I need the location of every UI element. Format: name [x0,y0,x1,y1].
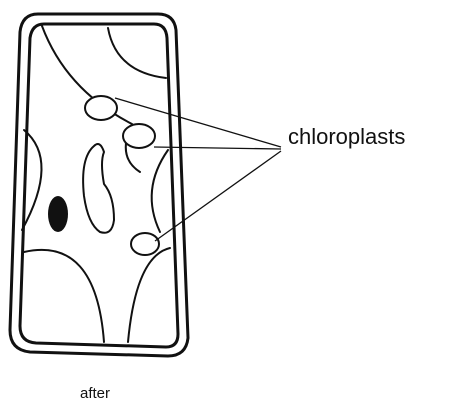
vacuole [83,144,114,233]
pointer-line-2 [154,147,281,149]
chloroplasts-group [85,96,159,255]
nucleus [48,196,68,232]
chloroplasts-label: chloroplasts [288,124,405,149]
caption-label: after [80,385,110,402]
chloroplast-1 [85,96,117,120]
label-pointer-lines [115,98,281,241]
cell-membrane-inner [20,24,178,347]
cytoplasmic-strands [22,26,170,342]
chloroplast-2 [123,124,155,148]
chloroplast-3 [131,233,159,255]
